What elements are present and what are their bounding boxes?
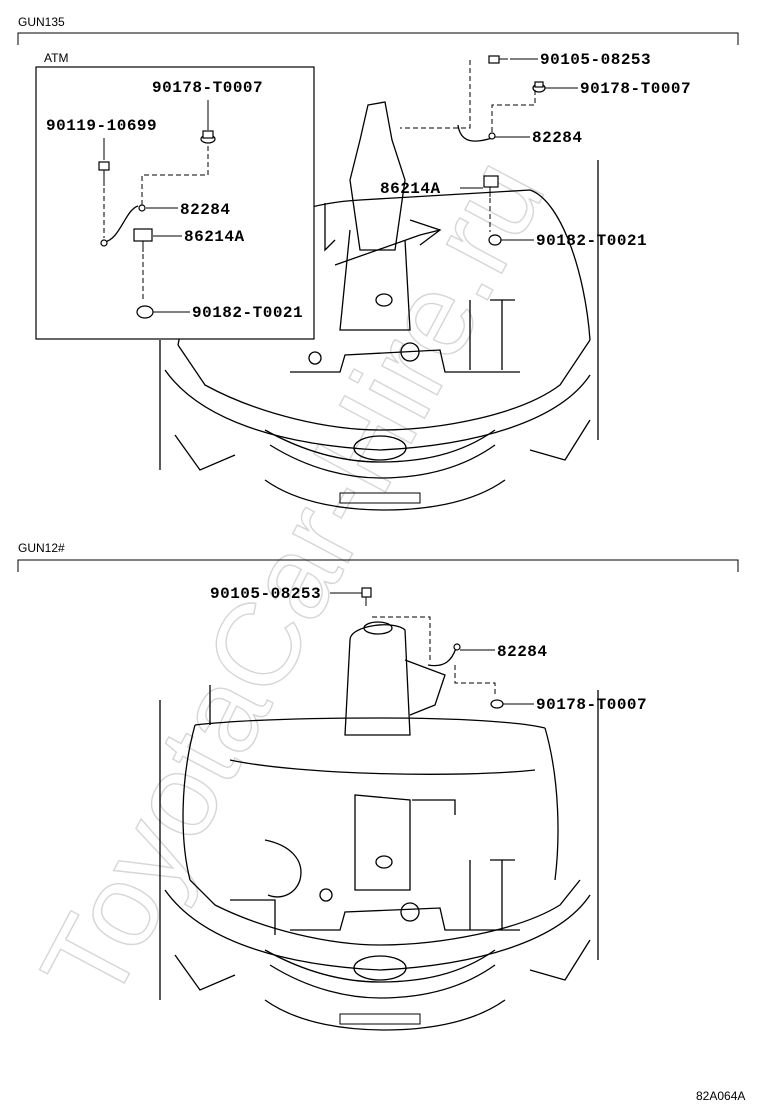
part-number: 86214A: [380, 180, 441, 198]
vehicle-illustration-gun12: [159, 621, 599, 1031]
part-number: 90178-T0007: [152, 79, 263, 97]
section-label-gun12: GUN12#: [18, 541, 65, 555]
callouts-gun135: 90105-08253 90178-T0007 82284 86214A: [380, 51, 691, 250]
part-number: 82284: [180, 201, 231, 219]
part-number: 90105-08253: [540, 51, 651, 69]
section-bracket-gun135: [17, 32, 739, 45]
nut-icon: [488, 234, 502, 246]
part-number: 90182-T0021: [192, 304, 303, 322]
bolt-icon: [98, 161, 110, 186]
part-number: 82284: [497, 643, 548, 661]
part-number: 90178-T0007: [536, 696, 647, 714]
part-number: 90178-T0007: [580, 80, 691, 98]
part-number: 82284: [532, 129, 583, 147]
part-number: 90105-08253: [210, 585, 321, 603]
part-number: 90182-T0021: [536, 232, 647, 250]
callouts-gun12: 90105-08253 82284 90178-T0007: [210, 585, 647, 714]
part-number: 90119-10699: [46, 117, 157, 135]
inset-label-atm: ATM: [44, 51, 68, 65]
section-label-gun135: GUN135: [18, 15, 65, 29]
wire-harness-icon: [103, 205, 139, 243]
bolt-icon: [361, 587, 372, 606]
nut-icon: [532, 81, 546, 93]
section-gun135: GUN135: [17, 15, 739, 511]
inset-atm: ATM 90178-T0007 90119-10699 82284: [35, 51, 315, 340]
bolt-icon: [488, 55, 508, 64]
part-number: 86214A: [184, 228, 245, 246]
nut-icon: [136, 305, 154, 319]
clamp-icon: [483, 175, 499, 197]
nut-icon: [200, 130, 216, 144]
nut-icon: [490, 699, 504, 709]
wire-harness-icon: [427, 647, 457, 667]
section-gun12: GUN12#: [17, 541, 739, 1031]
section-bracket-gun12: [17, 559, 739, 572]
diagram-ref-code: 82A064A: [696, 1089, 745, 1103]
wire-harness-icon: [457, 124, 493, 142]
clamp-icon: [133, 228, 153, 252]
